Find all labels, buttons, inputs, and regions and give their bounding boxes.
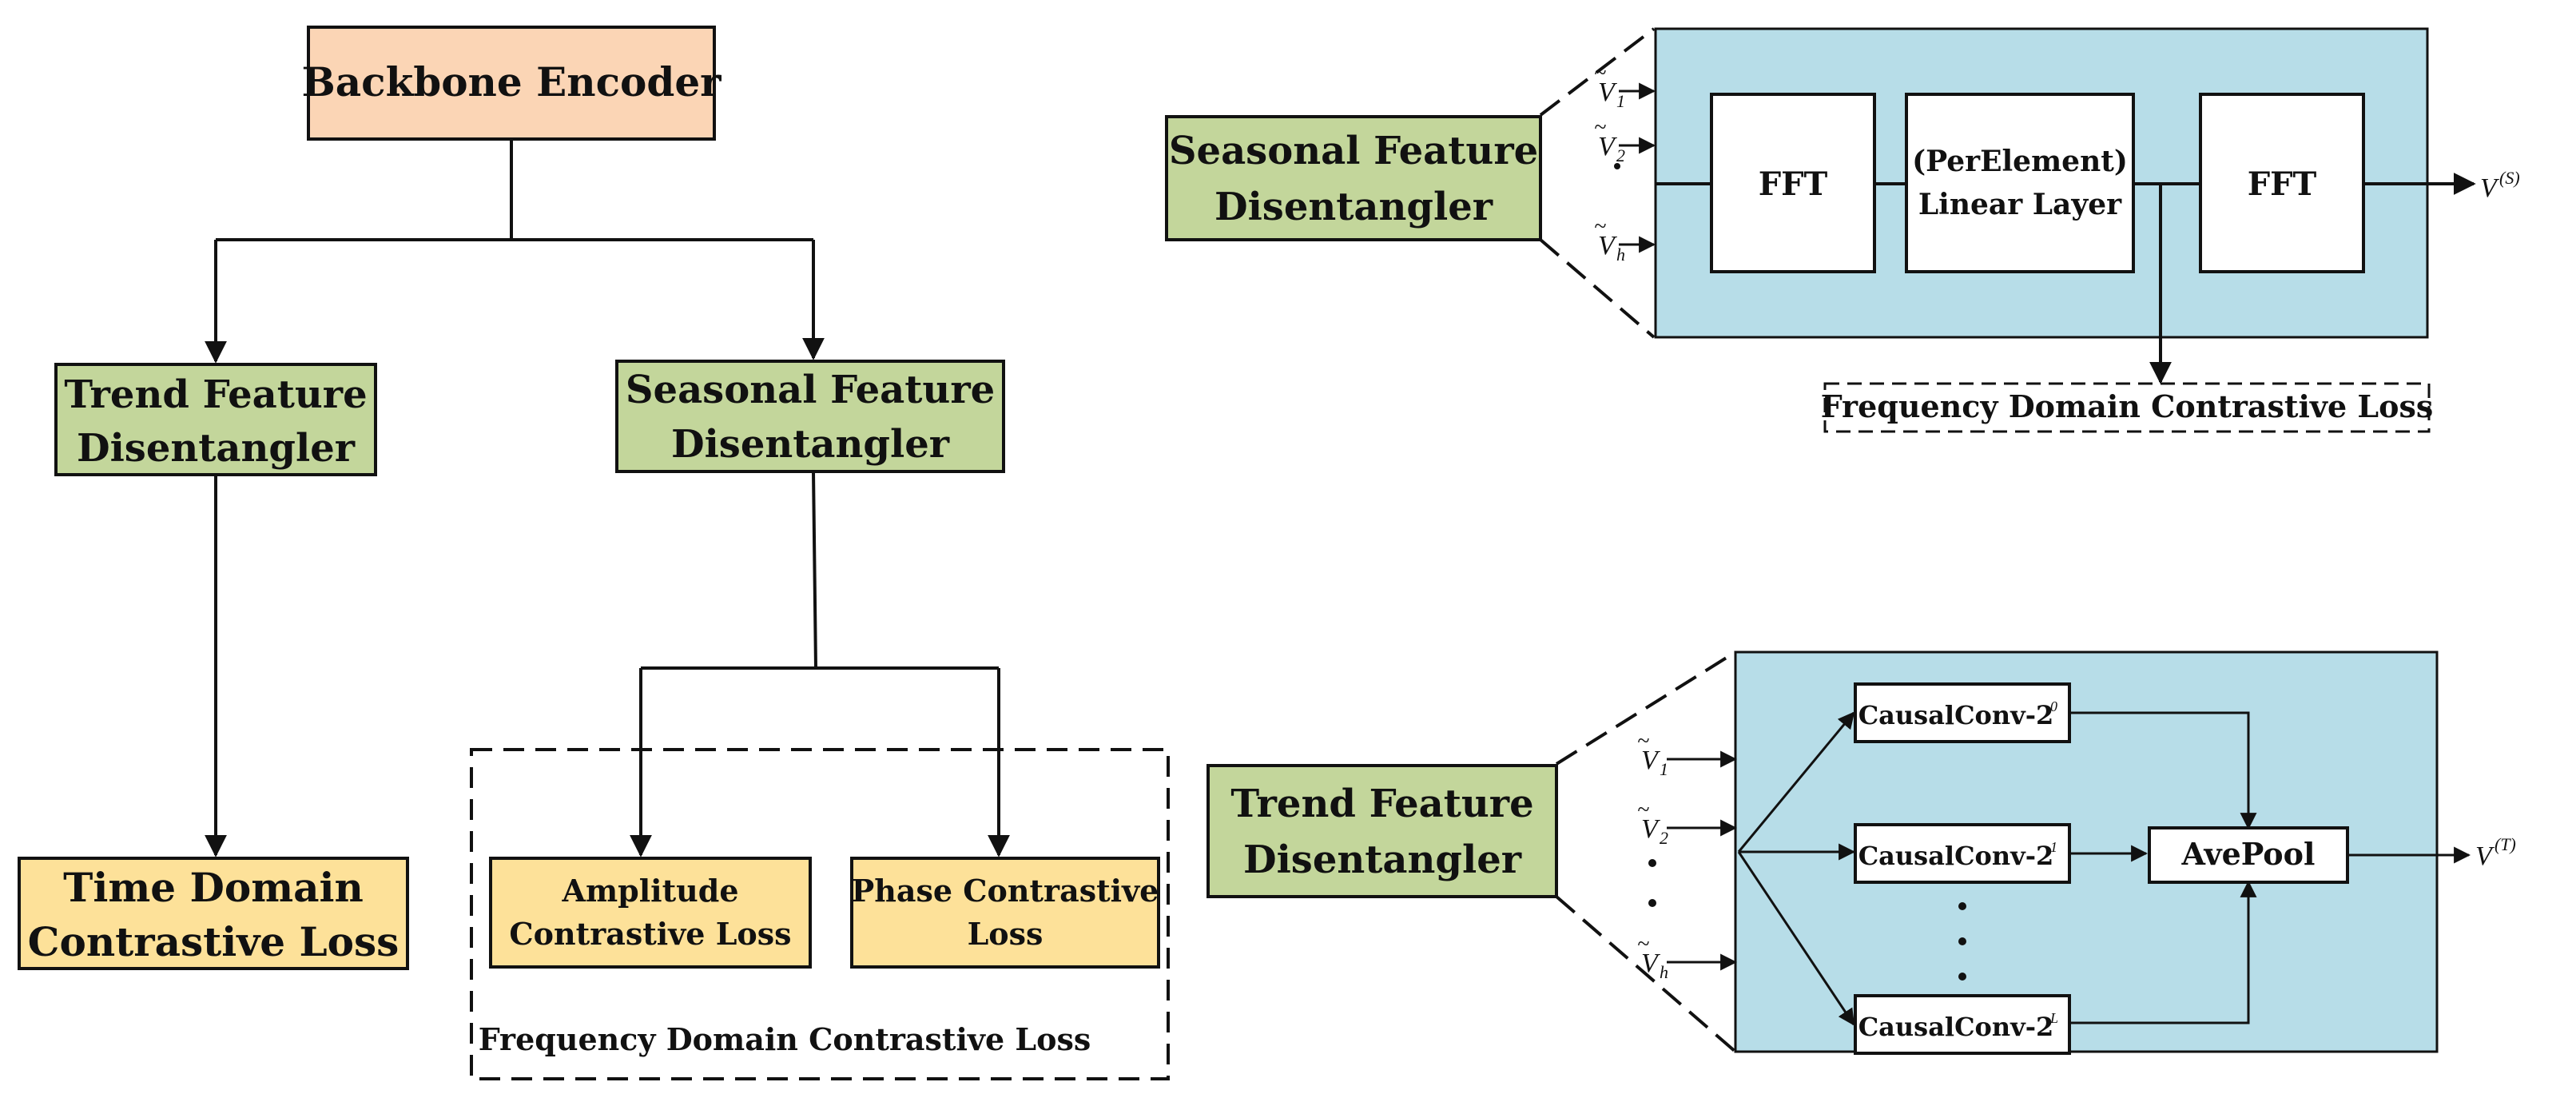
causal-conv-l: CausalConv-2 L [1854, 994, 2071, 1055]
seasonal-freq-loss: Frequency Domain Contrastive Loss [1821, 382, 2434, 433]
causal-conv-0: CausalConv-2 0 [1854, 682, 2071, 743]
causal-conv-1: CausalConv-2 1 [1854, 823, 2071, 884]
trend-input-v2: V ~ 2 [1637, 798, 1668, 848]
amplitude-loss-line2: Contrastive Loss [509, 916, 791, 952]
seasonal-disentangler-box: Seasonal Feature Disentangler [615, 360, 1005, 473]
causal-conv-l-sup: L [2049, 1010, 2058, 1026]
linear-layer-line1: (PerElement) [1912, 145, 2128, 178]
trend-disentangler-box: Trend Feature Disentangler [54, 363, 377, 476]
trend-input-v1: V ~ 1 [1637, 729, 1668, 779]
seasonal-input-vh: V ~ h [1594, 214, 1625, 265]
seasonal-detail-block: Seasonal Feature Disentangler [1165, 115, 1542, 241]
tilde-mark: ~ [1594, 61, 1606, 86]
amplitude-loss-line1: Amplitude [561, 873, 738, 909]
tilde-mark: ~ [1637, 932, 1649, 957]
seasonal-signal-line [1656, 173, 2476, 384]
seasonal-freq-loss-label: Frequency Domain Contrastive Loss [1821, 388, 2434, 424]
trend-detail-block-line1: Trend Feature [1230, 782, 1533, 826]
trend-output-sup: (T) [2495, 834, 2516, 854]
conv-ellipsis [1958, 902, 1966, 981]
fft-block-2-label: FFT [2248, 165, 2317, 203]
avepool-label: AvePool [2181, 836, 2316, 872]
trend-output-symbol: V [2475, 841, 2495, 871]
trend-input-vh-sub: h [1660, 962, 1668, 982]
ellipsis-dot [1958, 973, 1966, 981]
seasonal-disentangler-line2: Disentangler [671, 422, 950, 467]
fft-block-1: FFT [1710, 93, 1876, 273]
trend-output: V (T) [2475, 834, 2516, 871]
fft-block-2: FFT [2199, 93, 2365, 273]
frequency-loss-group: Frequency Domain Contrastive Loss [470, 748, 1170, 1080]
seasonal-input-v1-sub: 1 [1616, 91, 1625, 111]
seasonal-input-arrows [1619, 82, 1656, 253]
backbone-encoder-box: Backbone Encoder [302, 26, 722, 141]
tilde-mark: ~ [1637, 798, 1649, 822]
ellipsis-dot [1614, 163, 1620, 169]
tree-connectors [205, 139, 1010, 857]
trend-input-arrows [1667, 750, 1738, 971]
time-domain-loss-box: Time Domain Contrastive Loss [18, 857, 409, 970]
ellipsis-dot [1958, 937, 1966, 945]
causal-conv-l-label: CausalConv-2 [1858, 1012, 2054, 1042]
trend-input-vh: V ~ h [1637, 932, 1668, 982]
time-domain-loss-line1: Time Domain [63, 864, 364, 911]
seasonal-output-symbol: V [2480, 173, 2500, 203]
ellipsis-dot [1648, 899, 1656, 907]
trend-input-ellipsis [1648, 859, 1656, 907]
seasonal-input-v2: V ~ 2 [1594, 115, 1625, 169]
causal-conv-0-label: CausalConv-2 [1858, 700, 2054, 730]
seasonal-output-sup: (S) [2499, 168, 2520, 188]
phase-loss-box: Phase Contrastive Loss [850, 857, 1160, 969]
seasonal-zoom-lines [1539, 27, 1656, 339]
trend-detail: Trend Feature Disentangler V ~ 1 V ~ 2 V… [1207, 650, 2516, 1055]
linear-layer-line2: Linear Layer [1918, 188, 2122, 221]
backbone-encoder-label: Backbone Encoder [302, 58, 722, 105]
trend-disentangler-line2: Disentangler [77, 426, 356, 471]
ellipsis-dot [1648, 859, 1656, 867]
ellipsis-dot [1958, 902, 1966, 910]
seasonal-output: V (S) [2480, 168, 2520, 203]
seasonal-detail: Seasonal Feature Disentangler V ~ 1 V ~ … [1165, 27, 2520, 433]
trend-input-v1-sub: 1 [1660, 759, 1668, 779]
trend-detail-block-line2: Disentangler [1243, 837, 1522, 882]
tilde-mark: ~ [1594, 214, 1606, 239]
phase-loss-line1: Phase Contrastive [852, 873, 1159, 909]
seasonal-disentangler-line1: Seasonal Feature [626, 368, 995, 412]
seasonal-input-v1: V ~ 1 [1594, 61, 1625, 111]
trend-input-v2-sub: 2 [1660, 828, 1668, 848]
causal-conv-0-sup: 0 [2050, 698, 2057, 714]
seasonal-detail-block-line1: Seasonal Feature [1169, 129, 1538, 173]
trend-detail-block: Trend Feature Disentangler [1207, 764, 1558, 898]
trend-disentangler-line1: Trend Feature [64, 372, 367, 417]
trend-zoom-lines [1555, 650, 1737, 1053]
causal-conv-1-sup: 1 [2050, 839, 2057, 855]
tilde-mark: ~ [1637, 729, 1649, 754]
fft-block-1-label: FFT [1759, 165, 1828, 203]
avepool-block: AvePool [2148, 826, 2349, 884]
frequency-loss-group-label: Frequency Domain Contrastive Loss [479, 1021, 1091, 1057]
seasonal-input-vh-sub: h [1616, 245, 1625, 265]
phase-loss-line2: Loss [968, 916, 1044, 952]
seasonal-input-v2-sub: 2 [1616, 145, 1625, 165]
trend-fanout-arrows [1737, 711, 2471, 1026]
linear-layer-block: (PerElement) Linear Layer [1905, 93, 2135, 273]
amplitude-loss-box: Amplitude Contrastive Loss [489, 857, 812, 969]
tilde-mark: ~ [1594, 115, 1606, 140]
causal-conv-1-label: CausalConv-2 [1858, 841, 2054, 871]
seasonal-detail-block-line2: Disentangler [1214, 185, 1493, 229]
time-domain-loss-line2: Contrastive Loss [28, 918, 400, 965]
